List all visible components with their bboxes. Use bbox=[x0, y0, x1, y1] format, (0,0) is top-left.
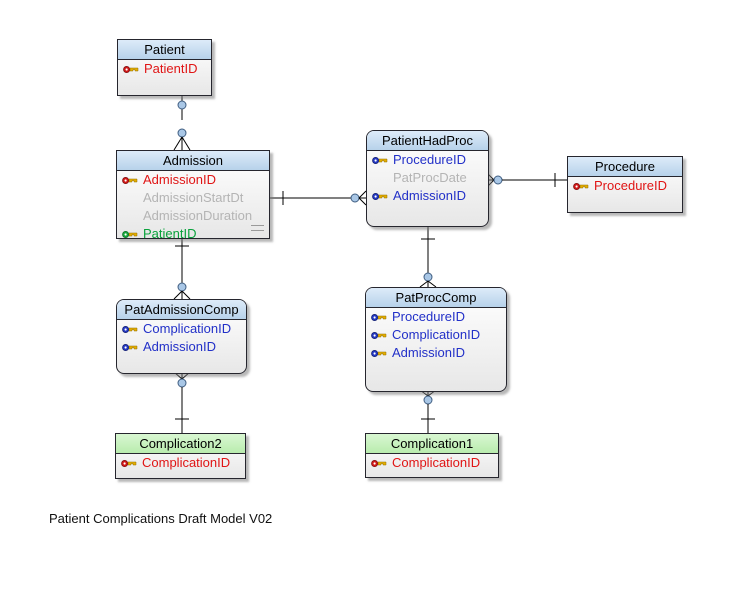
relationship-patienthadproc-procedure[interactable] bbox=[486, 172, 567, 188]
entity-title[interactable]: Complication1 bbox=[366, 434, 498, 454]
column-label: AdmissionID bbox=[393, 188, 466, 203]
key-icon-red bbox=[573, 183, 589, 190]
column-label: ProcedureID bbox=[393, 152, 466, 167]
resize-handle[interactable] bbox=[251, 225, 264, 231]
column-label: ComplicationID bbox=[392, 455, 481, 470]
entity-title[interactable]: Admission bbox=[117, 151, 269, 171]
column-label: AdmissionID bbox=[143, 172, 216, 187]
key-icon-blue bbox=[371, 314, 387, 321]
column-label: ComplicationID bbox=[392, 327, 481, 342]
key-icon-blue bbox=[371, 350, 387, 357]
key-icon-blue bbox=[371, 332, 387, 339]
diagram-caption[interactable]: Patient Complications Draft Model V02 bbox=[49, 511, 273, 526]
column-row[interactable]: PatProcDate bbox=[367, 169, 488, 187]
column-row[interactable]: PatientID bbox=[118, 60, 211, 78]
column-label: ComplicationID bbox=[143, 321, 232, 336]
column-label: AdmissionID bbox=[143, 339, 216, 354]
entity-patient[interactable]: Patient PatientID bbox=[117, 39, 212, 96]
column-label: PatProcDate bbox=[393, 170, 467, 185]
relationship-admission-patadmissioncomp[interactable] bbox=[173, 237, 191, 300]
column-row[interactable]: ProcedureID bbox=[366, 308, 506, 326]
entity-title[interactable]: Procedure bbox=[568, 157, 682, 177]
column-label: ProcedureID bbox=[594, 178, 667, 193]
relationship-patproccomp-complication1[interactable] bbox=[419, 389, 437, 433]
column-label: ComplicationID bbox=[142, 455, 231, 470]
column-row[interactable]: AdmissionDuration bbox=[117, 207, 269, 225]
entity-patadmissioncomp[interactable]: PatAdmissionComp ComplicationID Admissio… bbox=[116, 299, 247, 374]
entity-title[interactable]: Complication2 bbox=[116, 434, 245, 454]
relationship-patadmissioncomp-complication2[interactable] bbox=[173, 371, 191, 433]
key-icon-red bbox=[371, 460, 387, 467]
column-row[interactable]: AdmissionID bbox=[117, 338, 246, 356]
relationship-admission-patienthadproc[interactable] bbox=[268, 190, 367, 206]
relationship-patient-admission[interactable] bbox=[173, 94, 191, 151]
entity-title[interactable]: PatientHadProc bbox=[367, 131, 488, 151]
entity-title[interactable]: Patient bbox=[118, 40, 211, 60]
column-row[interactable]: ProcedureID bbox=[367, 151, 488, 169]
entity-patienthadproc[interactable]: PatientHadProc ProcedureID PatProcDate A… bbox=[366, 130, 489, 227]
key-icon-red bbox=[121, 460, 137, 467]
column-label: AdmissionID bbox=[392, 345, 465, 360]
key-icon-blue bbox=[122, 344, 138, 351]
key-icon-red bbox=[123, 66, 139, 73]
relationship-patienthadproc-patproccomp[interactable] bbox=[419, 225, 437, 288]
column-label: ProcedureID bbox=[392, 309, 465, 324]
entity-title[interactable]: PatProcComp bbox=[366, 288, 506, 308]
column-label: PatientID bbox=[144, 61, 198, 76]
column-row[interactable]: ComplicationID bbox=[117, 320, 246, 338]
entity-procedure[interactable]: Procedure ProcedureID bbox=[567, 156, 683, 213]
column-row[interactable]: ComplicationID bbox=[116, 454, 245, 472]
column-row[interactable]: ProcedureID bbox=[568, 177, 682, 195]
column-label: AdmissionDuration bbox=[143, 208, 253, 223]
column-row[interactable]: AdmissionID bbox=[117, 171, 269, 189]
column-row[interactable]: AdmissionStartDt bbox=[117, 189, 269, 207]
key-icon-blue bbox=[372, 193, 388, 200]
entity-admission[interactable]: Admission AdmissionID AdmissionStartDt A… bbox=[116, 150, 270, 239]
key-icon-red bbox=[122, 177, 138, 184]
key-icon-blue bbox=[372, 157, 388, 164]
entity-complication1[interactable]: Complication1 ComplicationID bbox=[365, 433, 499, 478]
column-label: AdmissionStartDt bbox=[143, 190, 244, 205]
column-row[interactable]: AdmissionID bbox=[366, 344, 506, 362]
entity-title[interactable]: PatAdmissionComp bbox=[117, 300, 246, 320]
key-icon-green bbox=[122, 231, 138, 238]
entity-complication2[interactable]: Complication2 ComplicationID bbox=[115, 433, 246, 479]
entity-patproccomp[interactable]: PatProcComp ProcedureID ComplicationID A… bbox=[365, 287, 507, 392]
column-row[interactable]: ComplicationID bbox=[366, 326, 506, 344]
column-label: PatientID bbox=[143, 226, 197, 239]
column-row[interactable]: PatientID bbox=[117, 225, 269, 239]
key-icon-blue bbox=[122, 326, 138, 333]
column-row[interactable]: ComplicationID bbox=[366, 454, 498, 472]
column-row[interactable]: AdmissionID bbox=[367, 187, 488, 205]
